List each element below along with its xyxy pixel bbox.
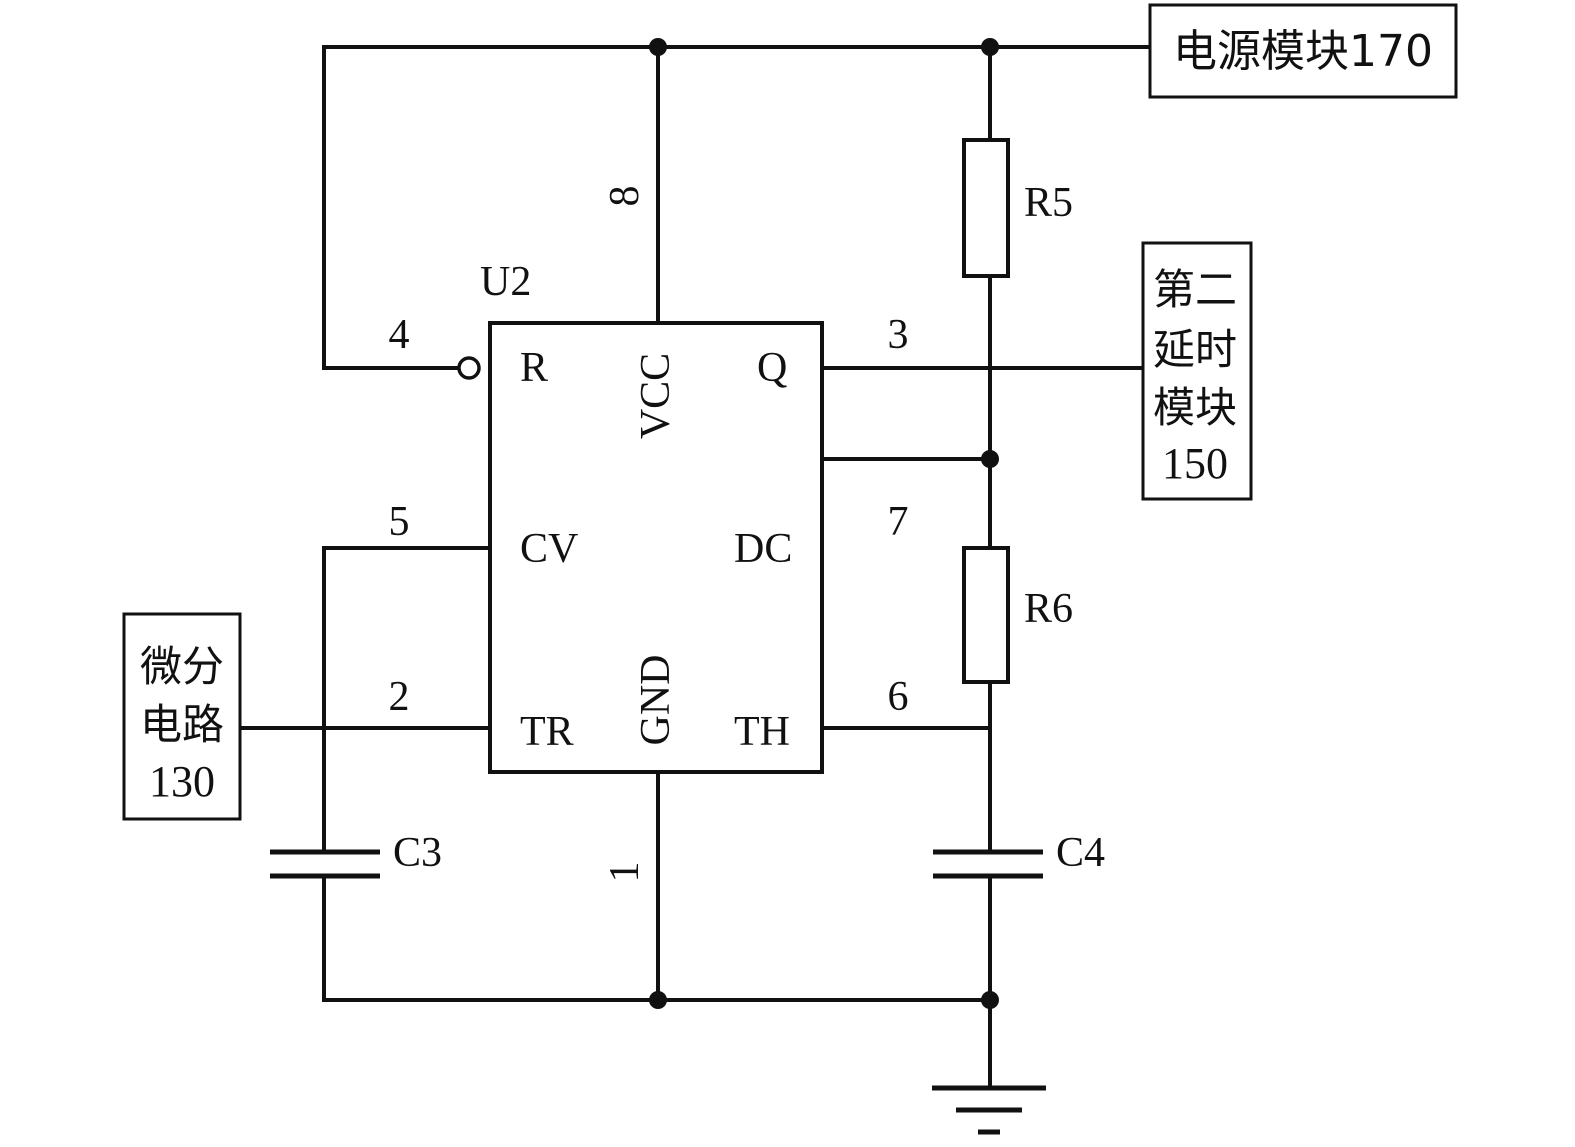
pin-number-discharge: 7: [888, 499, 909, 545]
c3-label: C3: [393, 830, 442, 876]
power-module-label: 电源模块170: [1173, 26, 1433, 77]
differential-circuit-box: [122, 612, 242, 821]
chip-ref-label: U2: [480, 259, 531, 305]
pin-label-control: CV: [520, 526, 578, 572]
pin-label-ground: GND: [633, 655, 679, 746]
pin-number-reset: 4: [389, 312, 410, 358]
r6-label: R6: [1024, 586, 1073, 632]
delay-module-box: [1141, 241, 1253, 501]
r5-label: R5: [1024, 180, 1073, 226]
pin-number-output: 3: [888, 312, 909, 358]
pin-label-trigger: TR: [520, 709, 574, 755]
pin-number-ground: 1: [602, 862, 648, 883]
delay-module-label-line2: 延时: [1153, 325, 1237, 374]
reset-inversion-bubble: [457, 356, 481, 380]
capacitor-c4: [933, 849, 1043, 879]
junction-dot: [981, 38, 999, 56]
junction-dot: [649, 38, 667, 56]
pin-number-vcc: 8: [602, 186, 648, 207]
pin-number-control: 5: [389, 499, 410, 545]
power-module-box: [1148, 3, 1458, 99]
delay-module-label-line1: 第二: [1153, 265, 1237, 314]
delay-module-label-line3: 模块: [1153, 383, 1237, 432]
c4-label: C4: [1056, 830, 1105, 876]
delay-module-label-line4: 150: [1162, 439, 1228, 488]
pin-label-discharge: DC: [734, 526, 792, 572]
resistor-r5: [962, 138, 1010, 278]
pin-label-output: Q: [757, 345, 787, 391]
pin-number-trigger: 2: [389, 674, 410, 720]
resistor-r6: [962, 546, 1010, 684]
pin-label-threshold: TH: [734, 709, 790, 755]
junction-dot: [981, 991, 999, 1009]
differential-label-line3: 130: [149, 757, 215, 806]
pin-label-reset: R: [520, 345, 548, 391]
junction-dot: [649, 991, 667, 1009]
junction-dot: [981, 450, 999, 468]
differential-label-line2: 电路: [140, 700, 224, 749]
differential-label-line1: 微分: [140, 642, 224, 691]
ground-symbol: [932, 1085, 1046, 1135]
chip-u2-body: [488, 321, 824, 774]
capacitor-c3: [270, 849, 380, 879]
pin-number-threshold: 6: [888, 674, 909, 720]
pin-label-vcc: VCC: [633, 353, 679, 439]
